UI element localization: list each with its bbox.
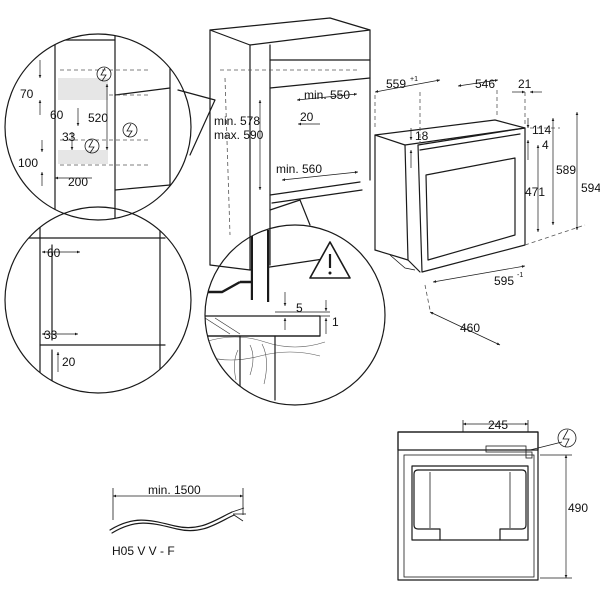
dim-label-20: 20: [300, 110, 314, 124]
dim-label-min-560: min. 560: [276, 162, 322, 176]
zoom-circle-mounting-detail: 5 1: [204, 199, 386, 406]
dim-label-70: 70: [20, 87, 34, 101]
dim-label-33-side: 33: [44, 328, 58, 342]
warning-triangle-icon: [309, 241, 351, 279]
dim-label-1: 1: [332, 315, 339, 329]
dim-label-min-578: min. 578: [214, 114, 260, 128]
dim-label-520: 520: [88, 111, 108, 125]
dim-label-546: 546: [475, 77, 495, 91]
cable-length-label: min. 1500: [148, 483, 201, 497]
dim-label-max-590: max. 590: [214, 128, 264, 142]
dim-label-114: 114: [532, 123, 551, 137]
zoom-circle-side-clearance: 60 33 20: [4, 206, 192, 394]
dim-label-471: 471: [525, 185, 545, 199]
cable-type-label: H05 V V - F: [112, 544, 175, 558]
dim-label-245: 245: [488, 418, 508, 432]
oven-appliance: 559 +1 546 21 18 114 4 589 594 471 595 -…: [374, 76, 600, 346]
dim-label-594: 594: [581, 181, 600, 195]
dim-label-5: 5: [296, 301, 303, 315]
dim-label-595-tolerance: -1: [517, 272, 523, 279]
dim-label-21: 21: [518, 77, 532, 91]
dim-label-100: 100: [18, 156, 38, 170]
oven-rear-view: 245 490: [397, 418, 588, 581]
power-symbol-icon: [96, 66, 112, 82]
dim-label-20-side: 20: [62, 355, 76, 369]
dim-label-200: 200: [68, 175, 88, 189]
dim-label-559-tolerance: +1: [410, 76, 418, 83]
dim-label-595: 595: [494, 274, 514, 288]
built-in-cabinet: min. 578 max. 590 min. 550 20 min. 560: [209, 17, 371, 271]
dim-label-60: 60: [50, 108, 64, 122]
power-cable-spec: min. 1500 H05 V V - F: [109, 483, 246, 558]
zoom-connector-2: [269, 199, 311, 226]
dim-label-18: 18: [415, 129, 429, 143]
zoom-circle-cabinet-top: 70 60 520 33 100 200: [4, 33, 192, 221]
power-symbol-icon: [84, 138, 100, 154]
dim-label-4: 4: [542, 138, 549, 152]
power-symbol-icon: [557, 428, 577, 448]
dim-label-589: 589: [556, 163, 576, 177]
dim-label-60-side: 60: [47, 246, 61, 260]
dim-label-460: 460: [460, 321, 480, 335]
dim-label-559: 559: [386, 77, 406, 91]
dim-label-33: 33: [62, 130, 76, 144]
power-symbol-icon: [122, 122, 138, 138]
zoom-connector: [177, 89, 216, 156]
dim-label-min-550: min. 550: [304, 88, 350, 102]
dim-label-490: 490: [568, 501, 588, 515]
